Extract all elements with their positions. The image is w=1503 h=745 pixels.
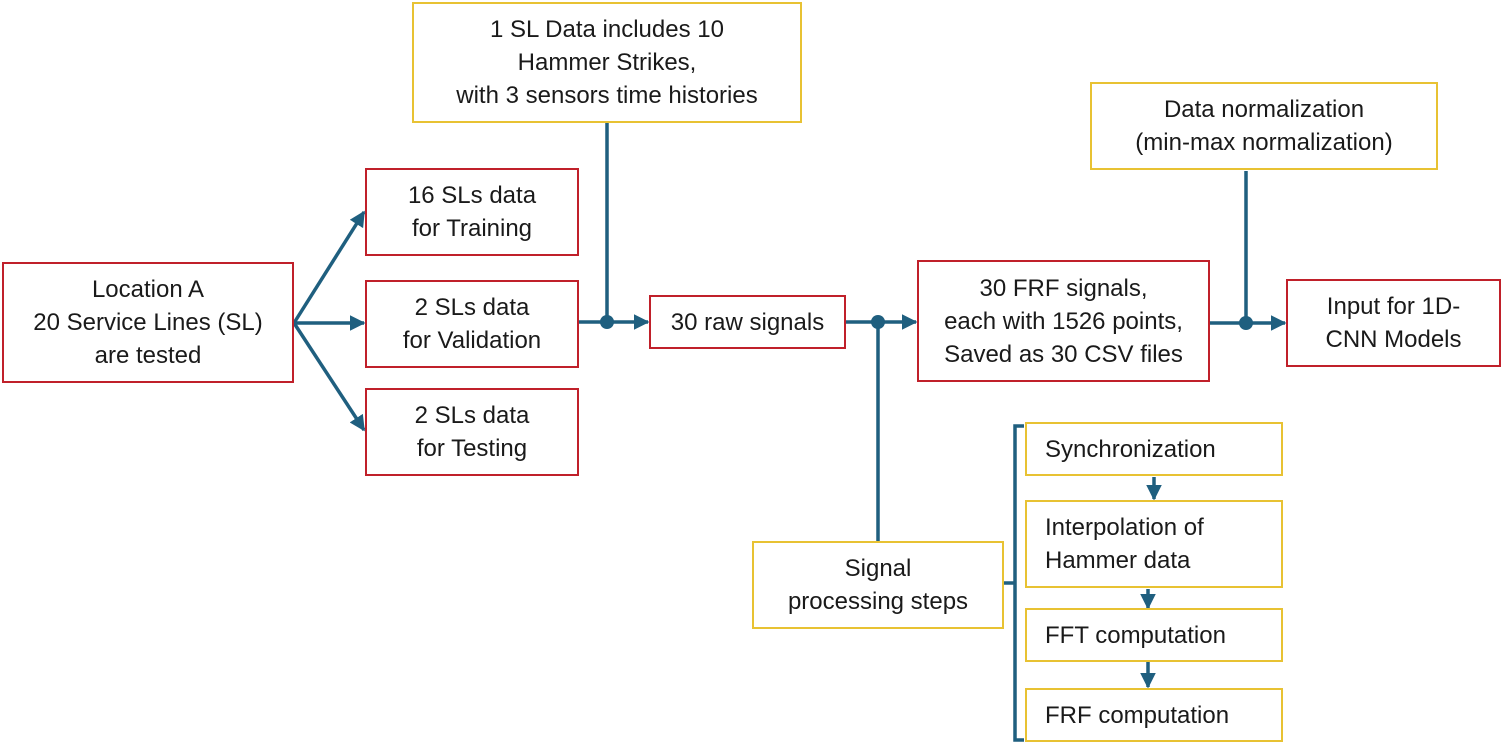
normalization-box: Data normalization (min-max normalization… (1090, 82, 1438, 170)
frf-signals-box-line-2: each with 1526 points, (944, 307, 1183, 335)
testing-box: 2 SLs data for Testing (365, 388, 579, 476)
interpolation-box-line-1: Interpolation of (1045, 514, 1204, 541)
arrow-location-to-testing (292, 322, 366, 432)
cnn-input-box-line-2: CNN Models (1325, 326, 1462, 353)
frf-computation-box: FRF computation (1025, 688, 1283, 742)
validation-box: 2 SLs data for Validation (365, 280, 579, 368)
interpolation-box: Interpolation of Hammer data (1025, 500, 1283, 588)
location-a-box-line-2: 20 Service Lines (SL) (33, 309, 263, 336)
signal-processing-box-line-1: Signal (844, 555, 912, 582)
location-a-box-line-1: Location A (91, 276, 205, 303)
training-box-line-1: 16 SLs data (407, 182, 537, 209)
location-a-box-line-3: are tested (94, 342, 202, 369)
validation-box-line-2: for Validation (402, 327, 542, 354)
synchronization-box-line-1: Synchronization (1045, 435, 1216, 463)
testing-box-line-1: 2 SLs data (414, 402, 530, 429)
sl-data-box-line-2: Hammer Strikes, (517, 49, 697, 76)
interpolation-box-line-2: Hammer data (1045, 547, 1191, 574)
junction-dot-processing (871, 315, 885, 329)
normalization-box-line-2: (min-max normalization) (1135, 129, 1393, 156)
sl-data-box-line-3: with 3 sensors time histories (456, 82, 758, 109)
training-box: 16 SLs data for Training (365, 168, 579, 256)
sl-data-box-line-1: 1 SL Data includes 10 (490, 16, 724, 43)
frf-signals-box-line-1: 30 FRF signals, (979, 274, 1148, 302)
synchronization-box: Synchronization (1025, 422, 1283, 476)
testing-box-line-2: for Testing (416, 435, 528, 462)
location-a-box: Location A 20 Service Lines (SL) are teste… (2, 262, 294, 383)
training-box-line-2: for Training (411, 215, 533, 242)
processing-bracket (1004, 424, 1024, 742)
junction-dot-normalization (1239, 316, 1253, 330)
frf-signals-box: 30 FRF signals, each with 1526 points, Sav… (917, 260, 1210, 382)
fft-computation-box-line-1: FFT computation (1045, 621, 1226, 649)
sl-data-box: 1 SL Data includes 10 Hammer Strikes, with… (412, 2, 802, 123)
signal-processing-box-line-2: processing steps (787, 588, 969, 615)
raw-signals-box: 30 raw signals (649, 295, 846, 349)
junction-dot-raw (600, 315, 614, 329)
raw-signals-box-line-1: 30 raw signals (670, 308, 825, 336)
fft-computation-box: FFT computation (1025, 608, 1283, 662)
validation-box-line-1: 2 SLs data (414, 294, 530, 321)
signal-processing-box: Signal processing steps (752, 541, 1004, 629)
frf-signals-box-line-3: Saved as 30 CSV files (944, 340, 1183, 368)
normalization-box-line-1: Data normalization (1163, 96, 1365, 123)
cnn-input-box-line-1: Input for 1D- (1326, 293, 1461, 320)
cnn-input-box: Input for 1D- CNN Models (1286, 279, 1501, 367)
frf-computation-box-line-1: FRF computation (1045, 701, 1230, 729)
arrow-location-to-training (292, 210, 366, 324)
